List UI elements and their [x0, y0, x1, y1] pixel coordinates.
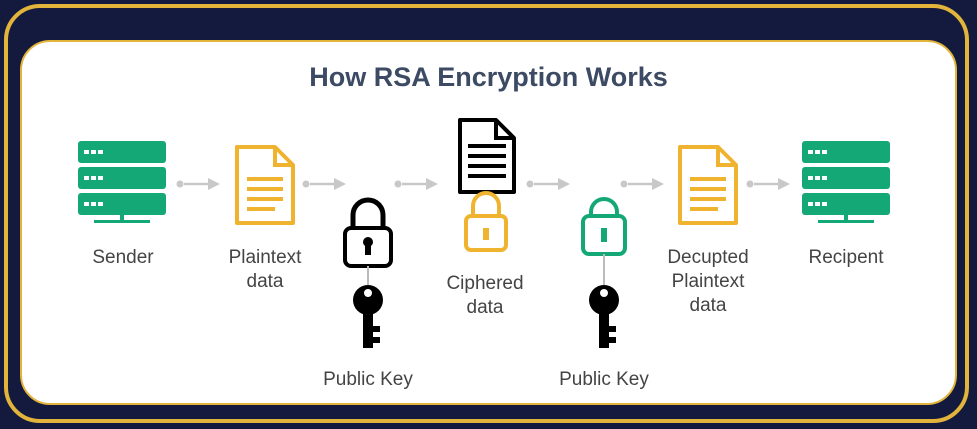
public-key-icon-1 — [353, 285, 383, 348]
diagram-title: How RSA Encryption Works — [309, 62, 668, 92]
arrow-decrypted-to-recipient — [745, 176, 792, 192]
black-lock-icon — [343, 197, 393, 268]
arrow-lock-to-decrypted — [619, 176, 666, 192]
arrow-plaintext-to-lock — [301, 176, 348, 192]
sender-server-icon — [78, 141, 166, 223]
arrow-lock-to-cipher — [393, 176, 440, 192]
arrow-cipher-to-lock — [525, 176, 572, 192]
plaintext-document-icon — [235, 145, 295, 225]
decrypted-document-icon — [678, 145, 738, 225]
orange-lock-icon — [464, 191, 508, 252]
sender-label: Sender — [92, 247, 154, 268]
recipient-label: Recipent — [808, 247, 884, 268]
public-key-icon-2 — [589, 285, 619, 348]
public-key-label-1: Public Key — [323, 369, 413, 390]
green-lock-icon — [581, 197, 627, 256]
ciphered-document-icon — [458, 118, 516, 194]
arrow-sender-to-plaintext — [175, 176, 222, 192]
decrypted-label: Decupted Plaintext data — [667, 247, 749, 316]
ciphered-label: Ciphered data — [446, 273, 524, 318]
plaintext-label: Plaintext data — [228, 247, 302, 292]
public-key-label-2: Public Key — [559, 369, 649, 390]
recipient-server-icon — [802, 141, 890, 223]
